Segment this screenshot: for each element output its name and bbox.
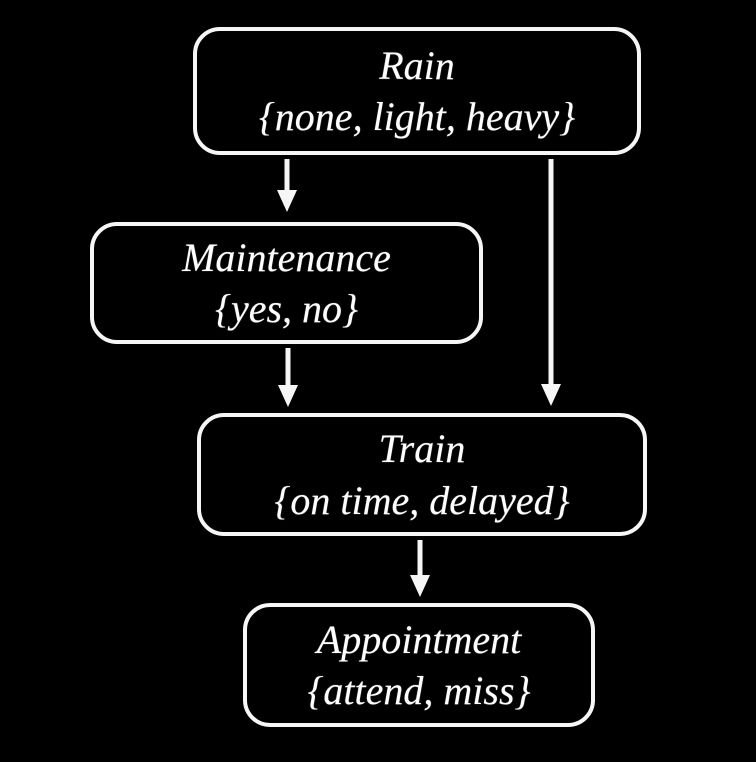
- node-train-values: {on time, delayed}: [274, 477, 570, 523]
- node-rain-values: {none, light, heavy}: [258, 94, 576, 139]
- node-appointment-title: Appointment: [316, 616, 522, 662]
- node-rain-title: Rain: [379, 42, 455, 88]
- edge-rain-to-maintenance: [277, 159, 297, 212]
- node-maintenance-title: Maintenance: [182, 234, 391, 280]
- node-train-title: Train: [378, 426, 466, 472]
- node-rain: Rain {none, light, heavy}: [193, 27, 641, 155]
- node-appointment: Appointment {attend, miss}: [243, 603, 595, 727]
- edge-rain-to-train: [541, 159, 561, 406]
- node-maintenance: Maintenance {yes, no}: [90, 222, 483, 344]
- node-train: Train {on time, delayed}: [197, 413, 647, 536]
- node-maintenance-values: {yes, no}: [214, 286, 359, 331]
- edge-maintenance-to-train: [278, 348, 298, 407]
- node-appointment-values: {attend, miss}: [307, 668, 531, 713]
- edge-train-to-appointment: [410, 540, 430, 597]
